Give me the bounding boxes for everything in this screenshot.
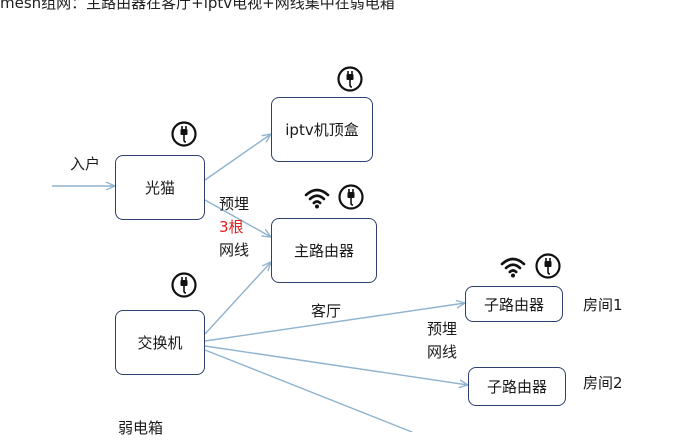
sub-router-1-node: 子路由器: [465, 286, 563, 322]
switch-to-main-router-line: [204, 262, 271, 335]
entry-label: 入户: [70, 155, 101, 173]
modem-node: 光猫: [115, 155, 205, 220]
prewire-label: 预埋: [219, 195, 250, 213]
iptv-label: iptv机顶盒: [285, 121, 359, 139]
prewire-cable-label-2: 网线: [427, 343, 458, 361]
switch-to-sub-router-1-line: [204, 303, 465, 342]
sub-router-1-label: 子路由器: [483, 295, 544, 314]
power-plug-icon: [535, 253, 561, 279]
living-room-label: 客厅: [311, 302, 342, 320]
main-router-label: 主路由器: [293, 242, 354, 260]
modem-to-iptv-line: [204, 134, 271, 181]
main-router-node: 主路由器: [271, 218, 377, 283]
cabinet-label: 弱电箱: [118, 419, 164, 437]
prewire-label-2: 预埋: [427, 320, 458, 338]
room-1-label: 房间1: [583, 296, 623, 314]
sub-router-2-node: 子路由器: [468, 367, 566, 406]
power-plug-icon: [171, 121, 197, 147]
switch-node: 交换机: [115, 310, 205, 375]
power-plug-icon: [337, 66, 363, 92]
power-plug-icon: [171, 272, 197, 298]
switch-label: 交换机: [137, 334, 183, 352]
power-plug-icon: [338, 184, 364, 210]
modem-to-main-router-line: [204, 199, 271, 237]
diagram-title: mesh组网：主路由器在客厅+iptv电视+网线集中在弱电箱: [0, 0, 395, 12]
wifi-icon: [304, 188, 330, 209]
prewire-count-label: 3根: [219, 218, 244, 236]
modem-label: 光猫: [144, 179, 175, 197]
switch-to-sub-router-2-line: [204, 345, 468, 385]
sub-router-2-label: 子路由器: [486, 378, 547, 396]
iptv-node: iptv机顶盒: [271, 97, 373, 162]
room-2-label: 房间2: [583, 374, 623, 392]
switch-to-offscreen-line: [204, 349, 413, 432]
wifi-icon: [500, 257, 526, 278]
prewire-cable-label: 网线: [219, 241, 250, 259]
